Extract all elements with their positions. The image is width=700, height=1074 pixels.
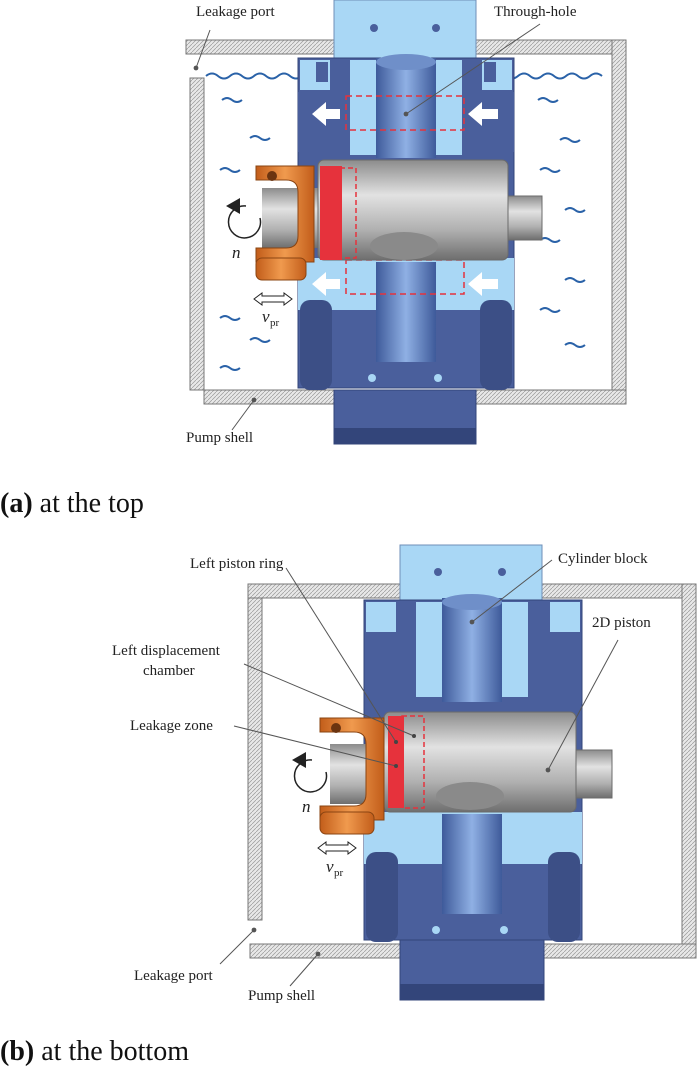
n-label: n [232,243,241,262]
velocity-arrow-a: v pr [253,292,293,329]
caption-a-tag: (a) [0,488,33,519]
left-displacement-chamber-label-1: Left displacement [112,643,221,659]
flow-arrows-a [312,102,498,296]
rotation-symbol-a: n [226,198,262,262]
v-label: v [262,307,270,326]
velocity-arrow-b: v pr [317,841,357,879]
left-piston-ring-label: Left piston ring [190,556,284,572]
piston-b [319,711,613,835]
pump-shell-label-a: Pump shell [186,430,253,446]
v-subscript: pr [270,317,280,329]
cylinder-block-label: Cylinder block [558,551,648,567]
pump-shell-a [185,39,627,405]
through-hole-marks-a [345,95,465,295]
leakage-port-label-b: Leakage port [134,968,214,984]
panel-b: n v pr Left piston ring Cylinder block L… [112,544,697,1004]
piston-a [255,159,543,281]
panel-a: n v pr Leakage port Through-hole Pump sh… [185,0,627,446]
n-label-b: n [302,797,311,816]
v-subscript-b: pr [334,867,344,879]
leakage-zone-label: Leakage zone [130,718,213,734]
caption-a-text: at the top [32,488,144,519]
pump-shell-label-b: Pump shell [248,988,315,1004]
caption-b: (b) at the bottom [0,1036,189,1068]
caption-b-text: at the bottom [34,1036,189,1067]
leakage-port-label-a: Leakage port [196,4,276,20]
caption-a: (a) at the top [0,488,144,520]
caption-b-tag: (b) [0,1036,35,1067]
left-displacement-chamber-label-2: chamber [143,663,195,679]
v-label-b: v [326,857,334,876]
two-d-piston-label: 2D piston [592,615,651,631]
through-hole-label: Through-hole [494,4,577,20]
rotation-symbol-b: n [292,752,328,816]
